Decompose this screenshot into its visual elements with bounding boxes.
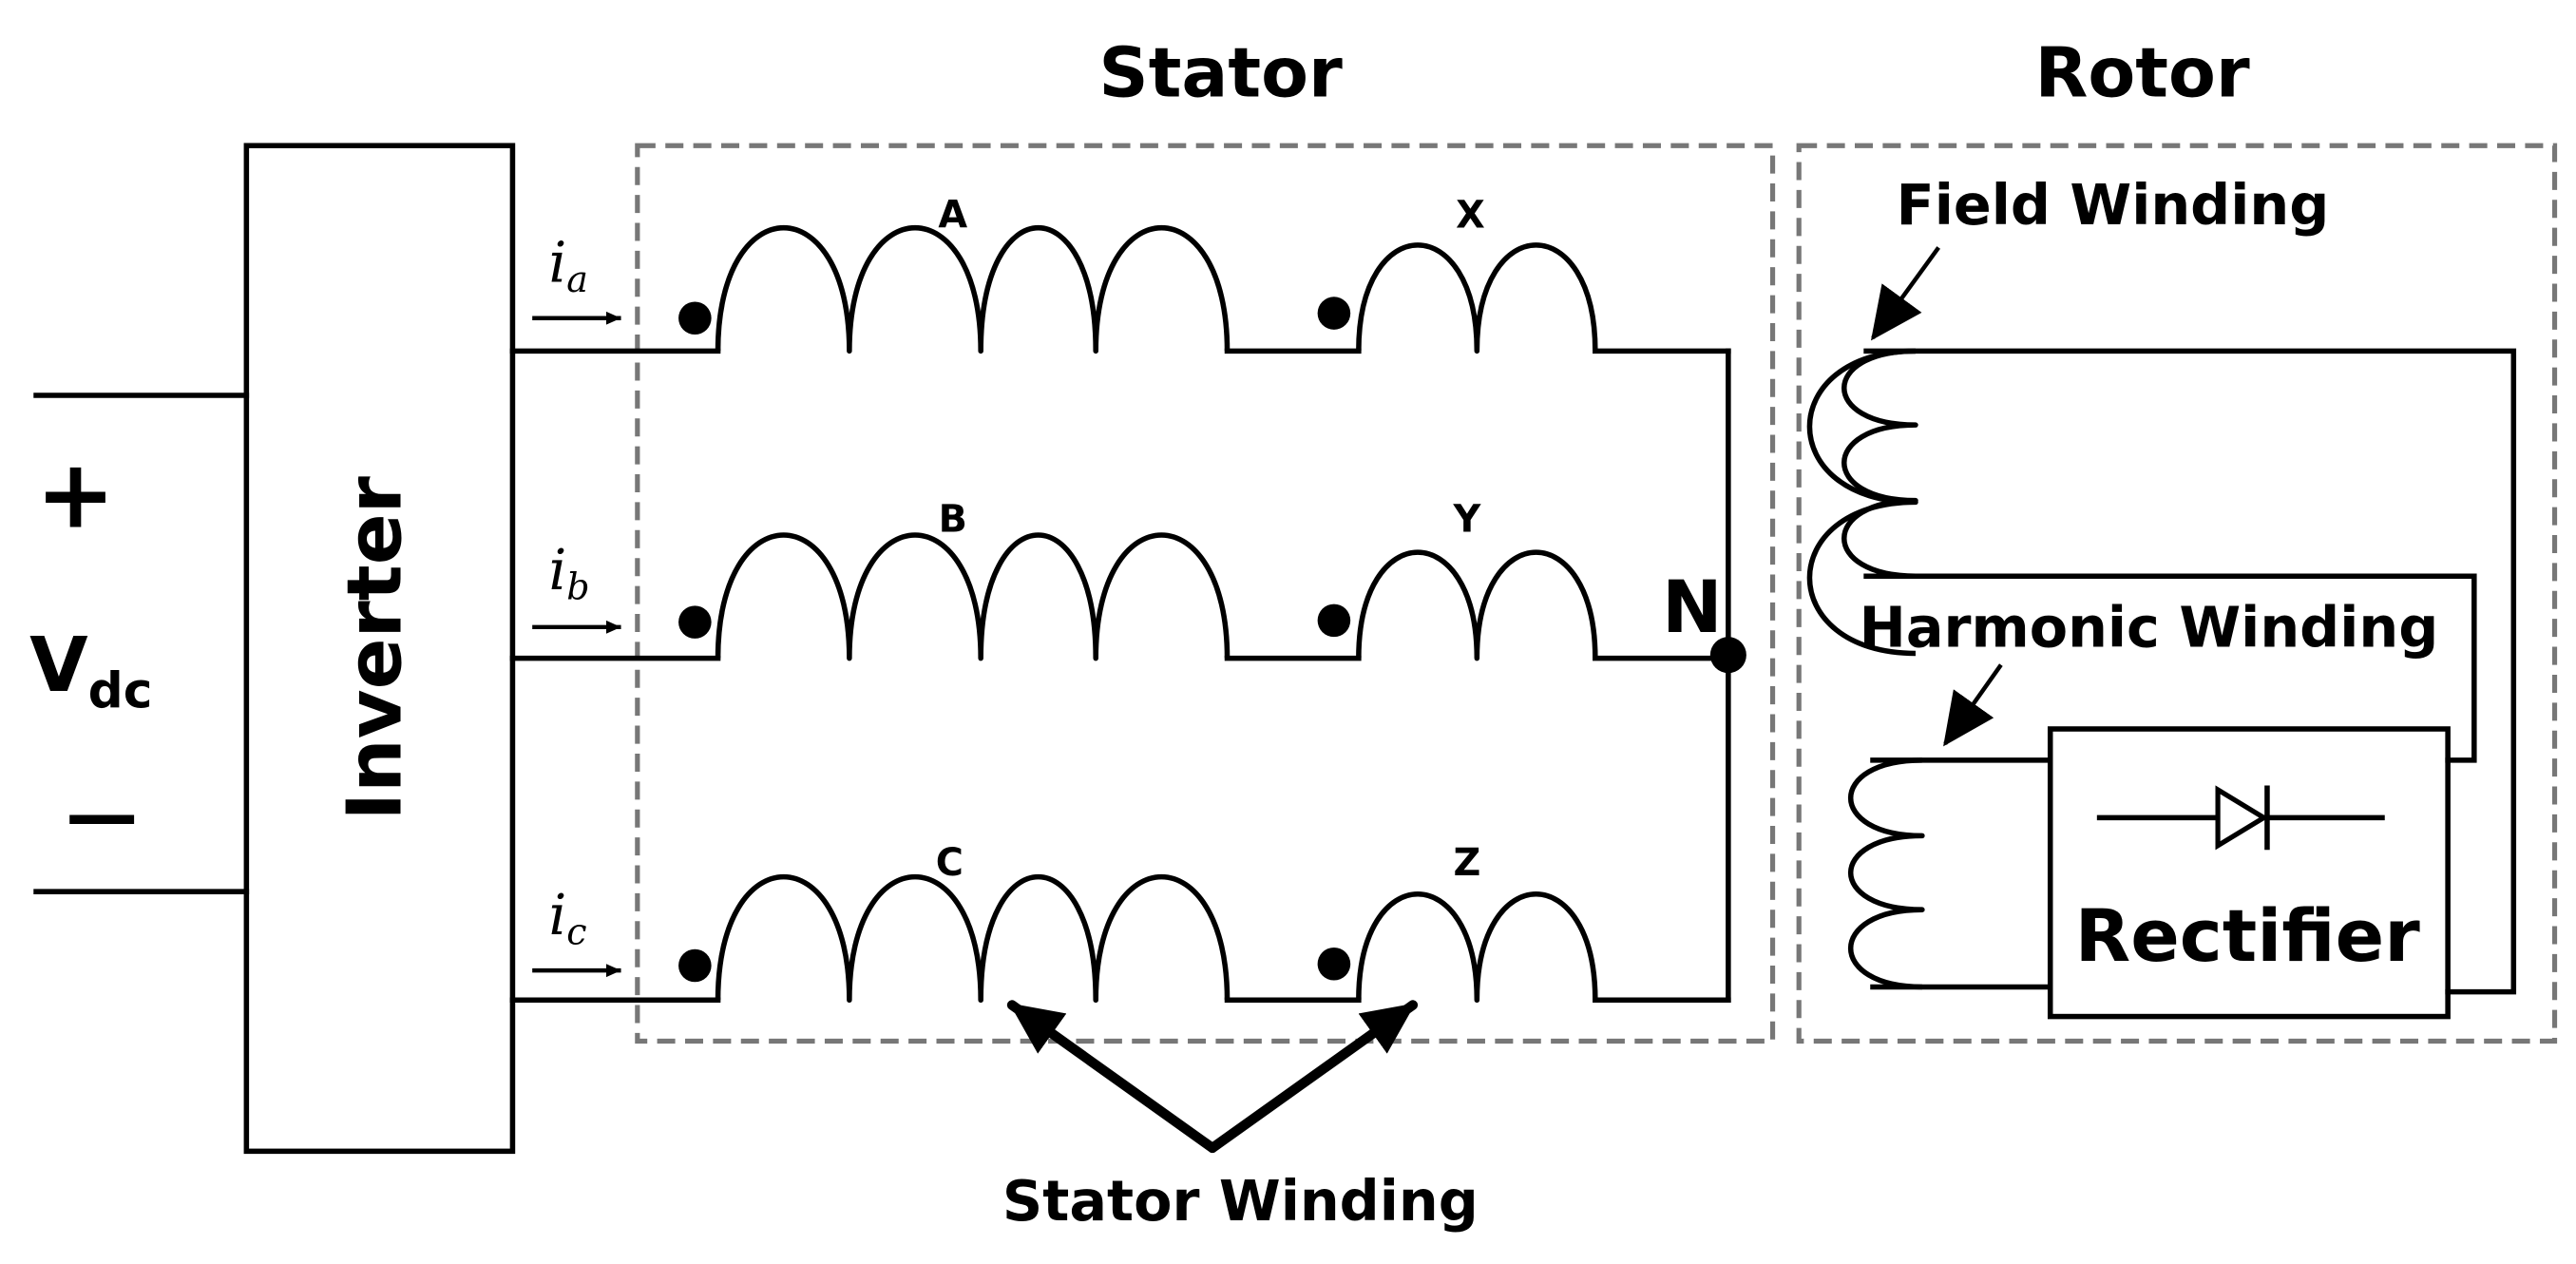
stator-winding-arrow-right: [1207, 1000, 1419, 1154]
harmonic-winding-turns: [1848, 757, 1925, 990]
minus-sign: —: [66, 772, 138, 856]
rotor-boundary: [1796, 143, 2558, 1044]
coil-b: [715, 532, 1231, 661]
inverter-label: Inverter: [330, 476, 418, 820]
plus-sign: +: [36, 438, 116, 549]
field-winding-bottom-wire: [1863, 573, 2477, 763]
polarity-dot-z: [1317, 947, 1351, 981]
field-winding-top-wire: [1863, 348, 2517, 995]
coil-c: [715, 873, 1231, 1004]
phase-b: ib B Y: [509, 498, 1731, 661]
rectifier-box: [2047, 726, 2451, 1020]
current-b-label: ib: [548, 537, 589, 607]
coil-x-label: X: [1456, 194, 1485, 238]
dc-source: + — Vdc: [29, 393, 250, 894]
neutral-label: N: [1662, 565, 1723, 649]
harmonic-winding: Harmonic Winding: [1848, 595, 2439, 990]
rectifier: Rectifier: [2047, 726, 2451, 1020]
coil-z: [1356, 891, 1598, 1004]
stator-winding-callout: Stator Winding: [1002, 1000, 1479, 1234]
coil-a: [715, 224, 1231, 354]
stator-winding-label: Stator Winding: [1002, 1168, 1479, 1234]
vdc-label: Vdc: [29, 621, 152, 719]
polarity-dot-a: [678, 301, 712, 335]
stator-winding-arrow-left: [1006, 1000, 1218, 1154]
coil-y-label: Y: [1453, 498, 1482, 542]
polarity-dot-x: [1317, 297, 1351, 330]
field-winding-turns: [1841, 348, 1918, 579]
coil-y: [1356, 549, 1598, 661]
coil-c-label: C: [936, 841, 964, 885]
field-winding-label: Field Winding: [1897, 172, 2330, 238]
stator-heading: Stator: [1098, 33, 1343, 113]
inverter-box: [243, 143, 516, 1155]
polarity-dot-c: [678, 948, 712, 983]
harmonic-winding-label: Harmonic Winding: [1860, 595, 2439, 661]
current-a-label: ia: [548, 230, 587, 300]
phase-a: ia A X: [509, 194, 1731, 354]
polarity-dot-b: [678, 605, 712, 639]
inverter: Inverter: [243, 143, 516, 1155]
neutral-dot: [1709, 637, 1746, 674]
rectifier-label: Rectifier: [2075, 893, 2421, 978]
stator-boundary: [635, 143, 1776, 1044]
field-winding-arrow: [1870, 246, 1940, 341]
field-winding: Field Winding: [1806, 172, 2517, 995]
harmonic-winding-arrow: [1943, 663, 2003, 747]
neutral-point: N: [1662, 348, 1746, 1004]
polarity-dot-y: [1317, 603, 1351, 638]
diode-icon: [2215, 785, 2269, 851]
coil-b-label: B: [939, 498, 967, 542]
coil-z-label: Z: [1454, 841, 1481, 885]
coil-a-label: A: [938, 194, 967, 238]
coil-x: [1356, 242, 1598, 354]
rotor-heading: Rotor: [2034, 33, 2249, 113]
phase-c: ic C Z: [509, 841, 1731, 1004]
current-c-label: ic: [548, 882, 586, 952]
